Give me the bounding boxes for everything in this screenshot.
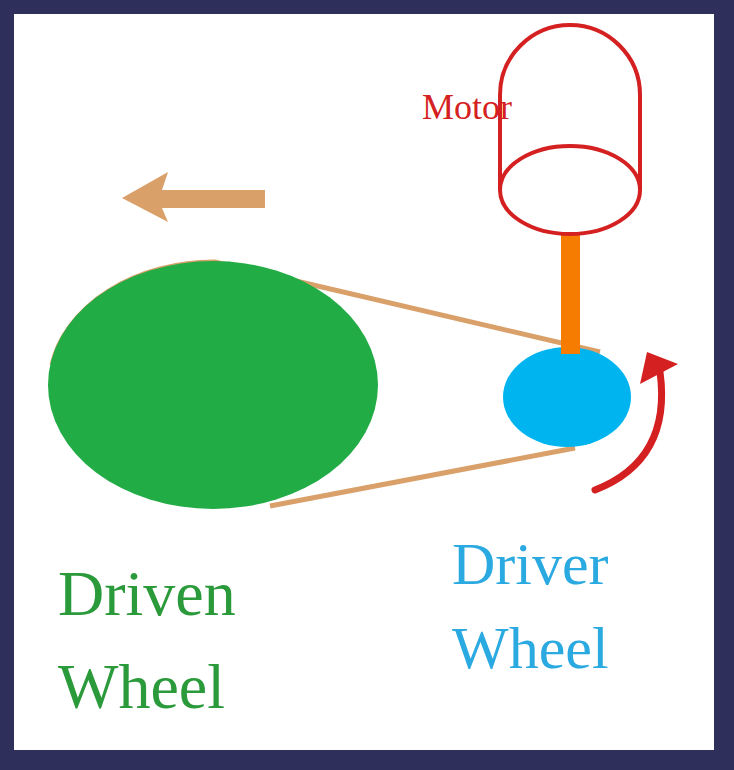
direction-arrow [122,172,265,222]
motor-base [500,146,640,234]
driver-wheel [503,347,631,447]
driver-wheel-label: Driver Wheel [452,522,707,690]
rotation-arrow [595,372,662,490]
driven-wheel-label: Driven Wheel [58,548,358,734]
motor-label: Motor [422,86,582,129]
rotation-arrowhead [640,352,678,384]
motor-shaft [561,232,580,354]
driven-wheel [48,261,378,509]
motor-body [500,25,640,190]
